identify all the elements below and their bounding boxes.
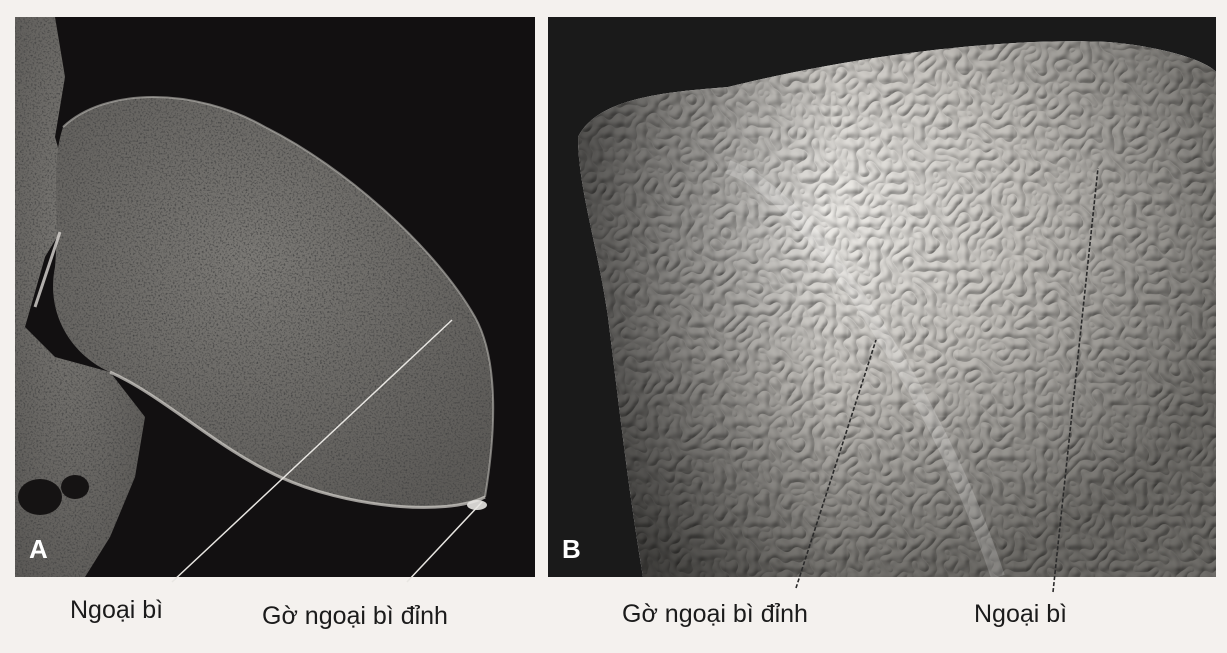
micrograph-panel-b: B xyxy=(548,17,1216,577)
micrograph-panel-a: A xyxy=(15,17,535,577)
panel-a-letter: A xyxy=(29,534,48,564)
limb-bud-section-image xyxy=(15,17,535,577)
limb-bud-surface-image xyxy=(548,17,1216,577)
panel-b-letter: B xyxy=(562,534,581,564)
caption-apical-ridge-b: Gờ ngoại bì đỉnh xyxy=(622,600,808,628)
caption-ectoderm-b: Ngoại bì xyxy=(974,600,1068,628)
caption-apical-ridge-a: Gờ ngoại bì đỉnh xyxy=(262,602,448,630)
caption-ectoderm-a: Ngoại bì xyxy=(70,596,164,624)
